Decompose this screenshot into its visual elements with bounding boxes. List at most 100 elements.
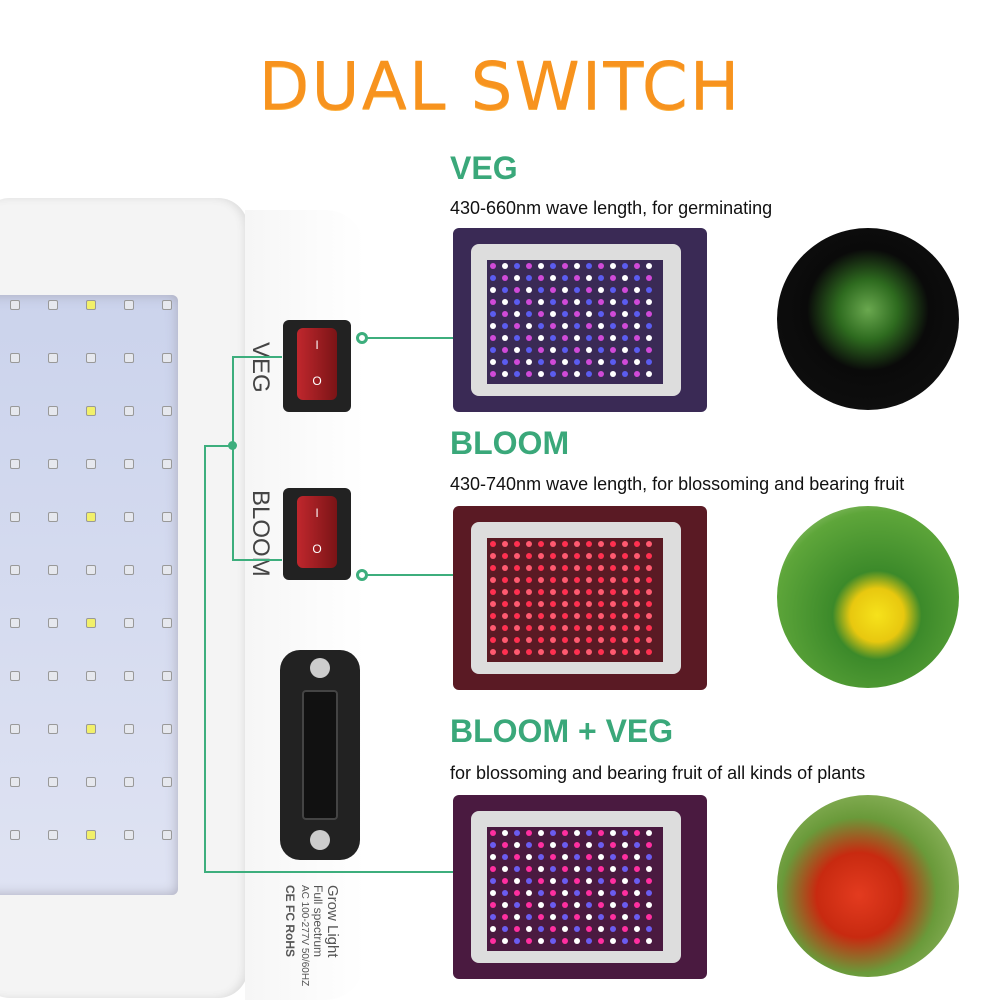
led-dot (574, 637, 580, 643)
led-chip (162, 777, 172, 787)
led-dot (622, 577, 628, 583)
led-dot (526, 601, 532, 607)
led-dot (598, 637, 604, 643)
led-dot (526, 866, 532, 872)
on-mark: I (315, 506, 319, 520)
led-dot (562, 854, 568, 860)
led-dot (574, 565, 580, 571)
led-chip (124, 353, 134, 363)
led-dot (562, 287, 568, 293)
led-dot (598, 565, 604, 571)
led-dot (490, 541, 496, 547)
led-dot (646, 649, 652, 655)
led-dot (526, 311, 532, 317)
led-dot (490, 902, 496, 908)
led-dot (622, 565, 628, 571)
led-dot (622, 625, 628, 631)
led-dot (514, 553, 520, 559)
led-dot (586, 263, 592, 269)
led-dot (550, 553, 556, 559)
led-dot (514, 854, 520, 860)
led-dot (610, 287, 616, 293)
led-dot (550, 311, 556, 317)
led-dot (574, 299, 580, 305)
led-dot (622, 541, 628, 547)
led-dot (646, 335, 652, 341)
led-dot (490, 311, 496, 317)
led-dot (562, 866, 568, 872)
led-dot (490, 601, 496, 607)
led-dot (550, 335, 556, 341)
led-dot (538, 287, 544, 293)
led-chip (86, 512, 96, 522)
label-line: AC 100-277V 50/60HZ (299, 885, 310, 987)
led-dot (610, 553, 616, 559)
led-dot (526, 553, 532, 559)
led-dot (550, 878, 556, 884)
led-chip (48, 724, 58, 734)
led-dot (490, 926, 496, 932)
led-dot (634, 649, 640, 655)
led-dot (610, 637, 616, 643)
led-dot (574, 371, 580, 377)
led-dot (526, 842, 532, 848)
led-dot (586, 854, 592, 860)
label-line: Full spectrum (311, 885, 325, 958)
led-dot (538, 938, 544, 944)
led-dot (550, 637, 556, 643)
led-dot (502, 541, 508, 547)
led-dot (502, 926, 508, 932)
led-chip (86, 300, 96, 310)
led-dot (634, 878, 640, 884)
led-dot (502, 565, 508, 571)
led-dot (574, 287, 580, 293)
led-dot (610, 926, 616, 932)
led-dot (514, 589, 520, 595)
led-dot (634, 371, 640, 377)
led-chip (48, 300, 58, 310)
led-dot (598, 649, 604, 655)
led-dot (550, 589, 556, 595)
led-dot (574, 359, 580, 365)
led-dot (646, 589, 652, 595)
led-dot (502, 914, 508, 920)
led-chip (124, 724, 134, 734)
led-dot (646, 938, 652, 944)
led-dot (598, 287, 604, 293)
led-dot (502, 890, 508, 896)
led-dot (622, 553, 628, 559)
led-dot (646, 613, 652, 619)
led-dot (610, 938, 616, 944)
led-dot (514, 649, 520, 655)
led-dot (622, 914, 628, 920)
led-chip (10, 777, 20, 787)
led-dot (574, 347, 580, 353)
led-dot (490, 335, 496, 341)
led-chip (124, 671, 134, 681)
led-array (0, 295, 178, 895)
led-dot (502, 287, 508, 293)
led-dot (598, 890, 604, 896)
led-dot (586, 866, 592, 872)
led-dot (550, 287, 556, 293)
led-dot (526, 565, 532, 571)
led-dot (646, 830, 652, 836)
led-dot (622, 263, 628, 269)
led-chip (10, 724, 20, 734)
led-dot (598, 323, 604, 329)
led-dot (526, 335, 532, 341)
led-dot (490, 287, 496, 293)
led-dot (562, 371, 568, 377)
led-dot (598, 613, 604, 619)
led-dot (646, 275, 652, 281)
led-dot (538, 275, 544, 281)
led-dot (634, 601, 640, 607)
led-chip (48, 353, 58, 363)
led-chip (86, 618, 96, 628)
led-dot (598, 938, 604, 944)
led-chip (10, 565, 20, 575)
led-chip (124, 618, 134, 628)
led-chip (48, 565, 58, 575)
